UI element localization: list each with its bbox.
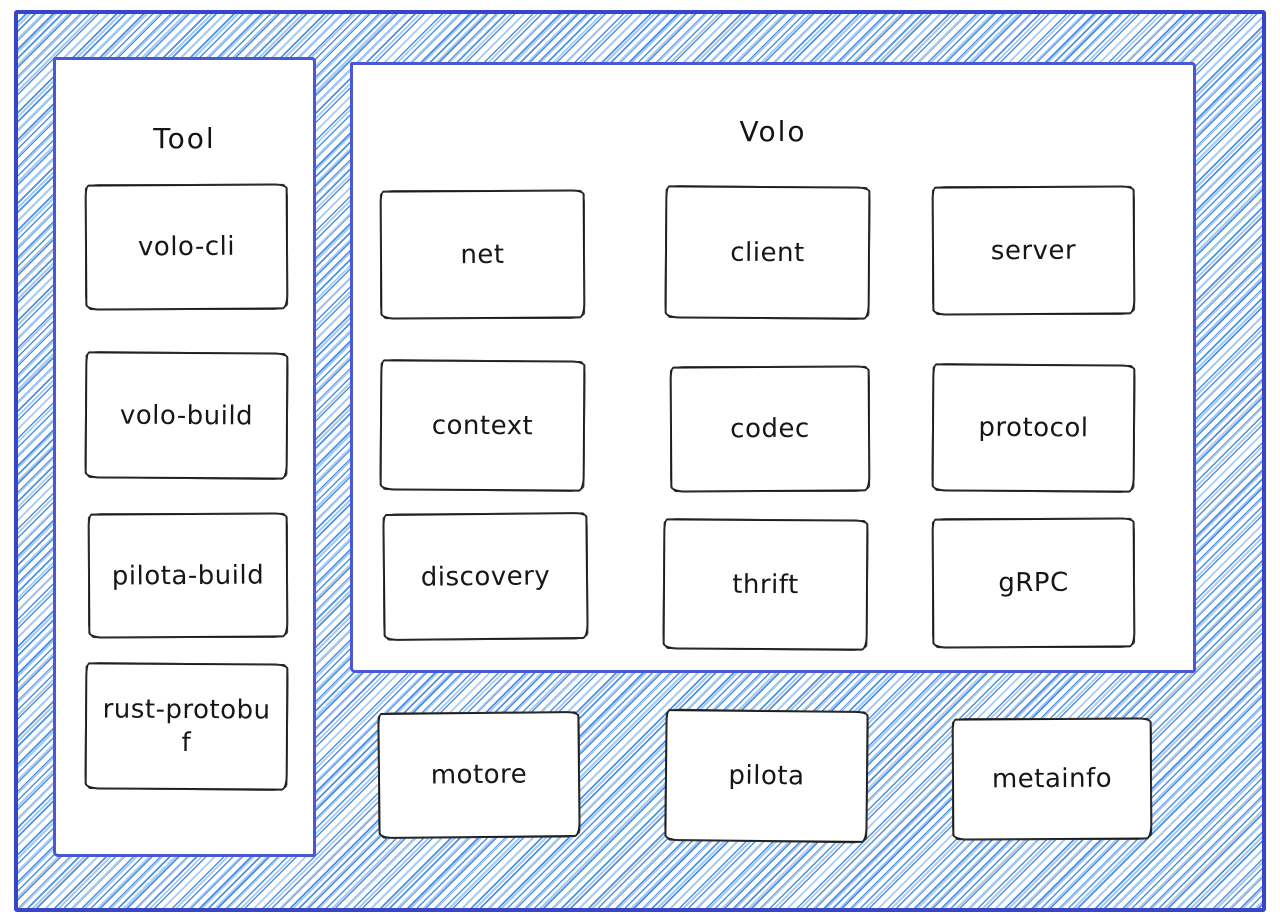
box-codec-label: codec [730, 413, 810, 445]
box-server: server [931, 185, 1136, 316]
box-discovery: discovery [382, 511, 589, 642]
box-grpc-label: gRPC [998, 567, 1069, 599]
box-net: net [379, 189, 586, 320]
box-metainfo-label: metainfo [991, 763, 1113, 795]
box-discovery-label: discovery [420, 560, 551, 593]
box-client: client [664, 185, 871, 320]
box-client-label: client [730, 237, 805, 268]
box-pilota: pilota [664, 709, 869, 843]
box-codec: codec [669, 365, 871, 493]
box-volo-build: volo-build [84, 351, 289, 480]
tool-section-title: Tool [153, 122, 216, 155]
box-protocol: protocol [931, 363, 1136, 493]
box-thrift: thrift [662, 518, 869, 651]
box-volo-cli: volo-cli [84, 183, 289, 311]
box-motore: motore [377, 710, 581, 840]
box-pilota-build-label: pilota-build [111, 560, 265, 591]
box-motore-label: motore [430, 759, 528, 791]
box-thrift-label: thrift [732, 569, 799, 600]
box-context-label: context [431, 410, 534, 441]
box-metainfo: metainfo [951, 717, 1153, 841]
box-volo-build-label: volo-build [119, 400, 254, 431]
box-pilota-label: pilota [728, 760, 805, 792]
box-context: context [379, 359, 586, 492]
box-rust-protobuf: rust-protobuf [84, 662, 289, 791]
box-server-label: server [990, 235, 1077, 266]
box-pilota-build: pilota-build [87, 512, 289, 639]
box-net-label: net [460, 239, 505, 270]
box-volo-cli-label: volo-cli [137, 231, 236, 263]
box-grpc: gRPC [931, 517, 1136, 649]
volo-section-title: Volo [739, 115, 807, 148]
box-rust-protobuf-label: rust-protobuf [102, 694, 271, 758]
box-protocol-label: protocol [978, 412, 1089, 444]
